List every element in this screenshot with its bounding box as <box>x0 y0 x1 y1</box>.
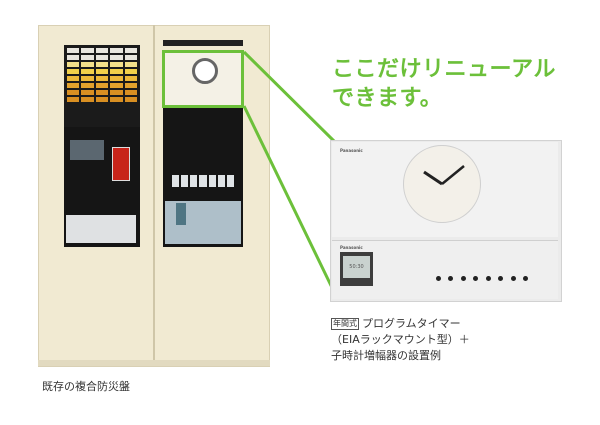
wall-clock-icon <box>403 145 481 223</box>
caption-line2: （EIAラックマウント型）＋ <box>331 333 470 346</box>
lcd-time: 50:30 <box>343 256 370 278</box>
renewal-highlight-box <box>162 50 244 108</box>
brand-label: Panasonic <box>340 245 363 250</box>
cabinet-door-divider <box>153 25 155 365</box>
left-display-module <box>70 140 104 160</box>
type-badge: 年間式 <box>331 318 359 330</box>
right-top-bar <box>163 40 243 46</box>
headline-line2: できます。 <box>332 86 443 111</box>
headline: ここだけリニューアル できます。 <box>332 55 556 113</box>
caption-line3: 子時計増幅器の設置例 <box>331 349 441 362</box>
left-operation-panel <box>66 215 136 243</box>
handset-icon <box>176 203 186 225</box>
small-clock-icon <box>192 58 218 84</box>
indicator-lamp-panel <box>64 45 140 127</box>
cabinet-base <box>38 360 270 366</box>
existing-panel-caption: 既存の複合防災盤 <box>42 380 130 393</box>
selector-keys <box>172 175 234 187</box>
brand-label: Panasonic <box>340 148 363 153</box>
product-caption: 年間式プログラムタイマー （EIAラックマウント型）＋ 子時計増幅器の設置例 <box>331 316 470 364</box>
caption-line1: プログラムタイマー <box>362 317 461 330</box>
program-buttons <box>436 276 528 282</box>
headline-line1: ここだけリニューアル <box>332 57 556 82</box>
fire-alarm-red-module <box>112 147 130 181</box>
